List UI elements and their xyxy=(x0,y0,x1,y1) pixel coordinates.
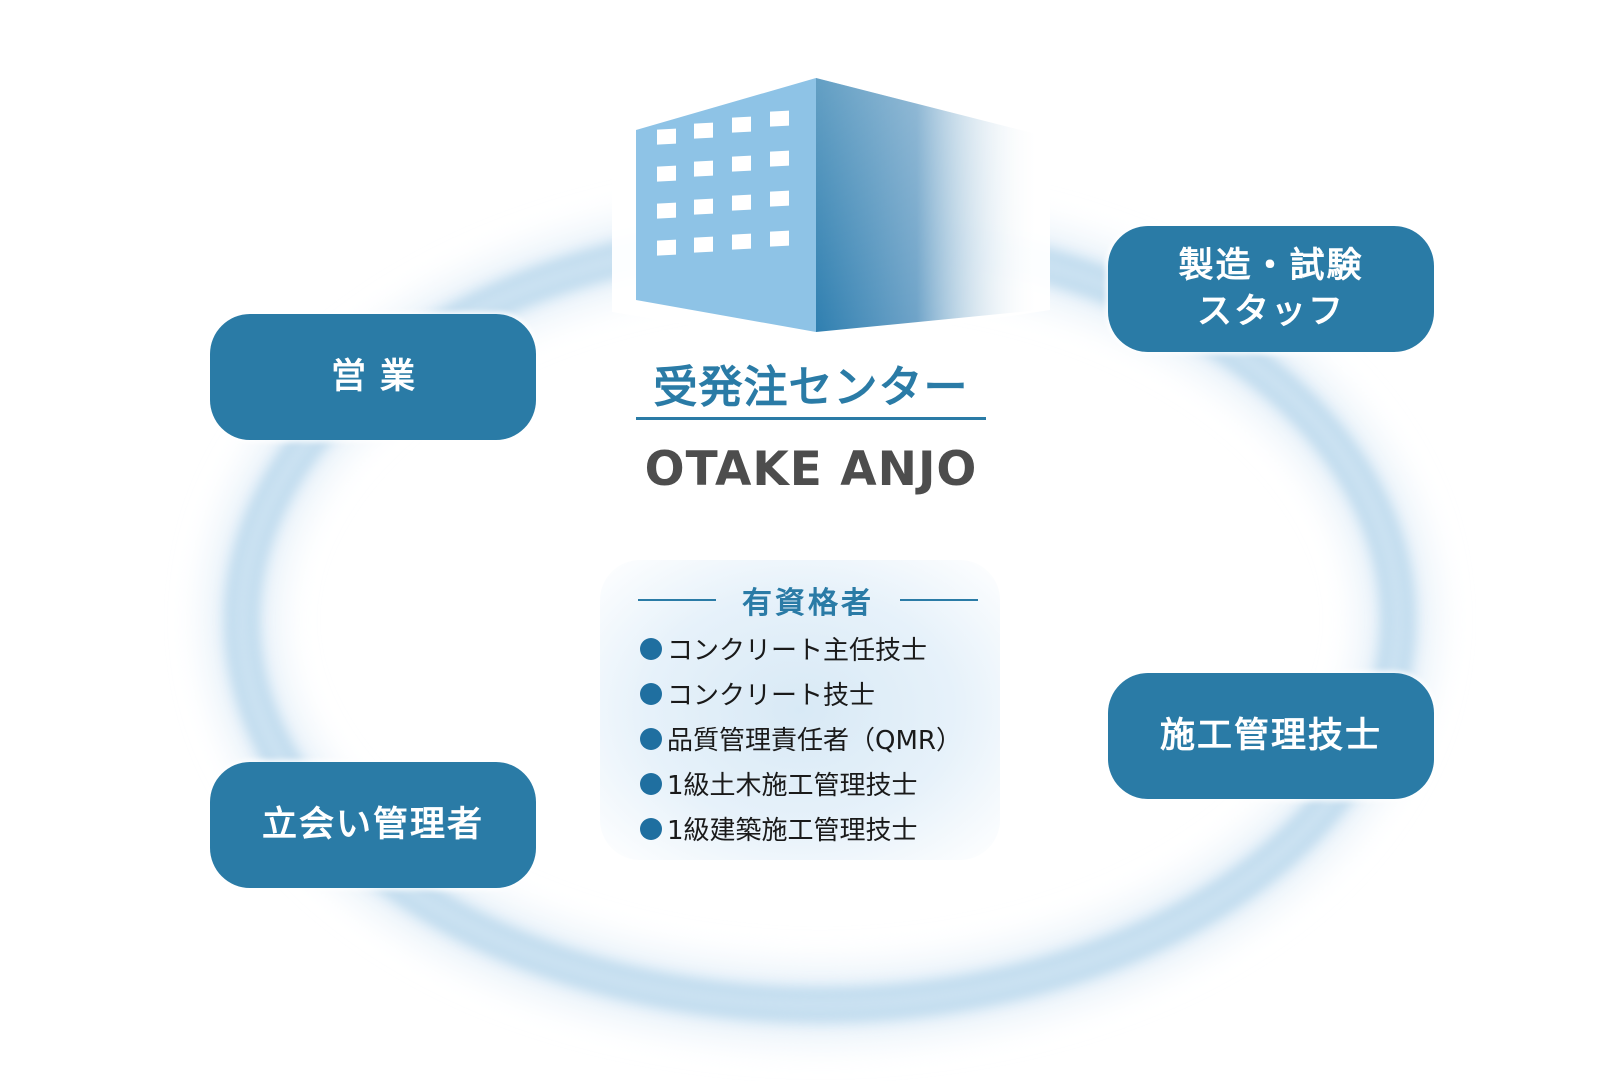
role-witness-manager: 立会い管理者 xyxy=(210,762,536,888)
role-sales-label: 営業 xyxy=(330,357,429,397)
qualification-text: コンクリート技士 xyxy=(667,681,876,711)
list-item: 1級建築施工管理技士 xyxy=(640,806,962,851)
bullet-icon xyxy=(640,637,662,660)
qualification-text: 1級土木施工管理技士 xyxy=(667,771,918,801)
role-sales: 営業 xyxy=(210,314,536,440)
list-item: 1級土木施工管理技士 xyxy=(640,761,962,806)
list-item: コンクリート技士 xyxy=(640,671,962,716)
heading-rule-left xyxy=(638,599,716,601)
qualifications-panel xyxy=(600,560,1000,860)
center-title: 受発注センター xyxy=(653,362,969,413)
heading-rule-right xyxy=(900,599,978,601)
role-construction-label: 施工管理技士 xyxy=(1159,716,1382,756)
qualification-text: 品質管理責任者（QMR） xyxy=(667,726,962,756)
qualifications-list: コンクリート主任技士 コンクリート技士 品質管理責任者（QMR） 1級土木施工管… xyxy=(640,626,962,851)
role-staff-label-line1: 製造・試験 xyxy=(1178,246,1364,286)
role-construction-manager: 施工管理技士 xyxy=(1108,673,1434,799)
role-manufacturing-staff: 製造・試験 スタッフ xyxy=(1108,226,1434,352)
qualification-text: コンクリート主任技士 xyxy=(667,636,928,666)
bullet-icon xyxy=(640,817,662,840)
role-witness-label: 立会い管理者 xyxy=(261,805,484,845)
qualifications-heading: 有資格者 xyxy=(636,578,980,622)
role-staff-label-line2: スタッフ xyxy=(1196,292,1345,332)
bullet-icon xyxy=(640,682,662,705)
qualification-text: 1級建築施工管理技士 xyxy=(667,816,918,846)
building-windows xyxy=(657,110,789,256)
bullet-icon xyxy=(640,727,662,750)
brand-name: OTAKE ANJO xyxy=(644,442,978,497)
list-item: コンクリート主任技士 xyxy=(640,626,962,671)
title-underline xyxy=(636,417,986,420)
bullet-icon xyxy=(640,772,662,795)
qualifications-heading-label: 有資格者 xyxy=(742,586,874,621)
list-item: 品質管理責任者（QMR） xyxy=(640,716,962,761)
